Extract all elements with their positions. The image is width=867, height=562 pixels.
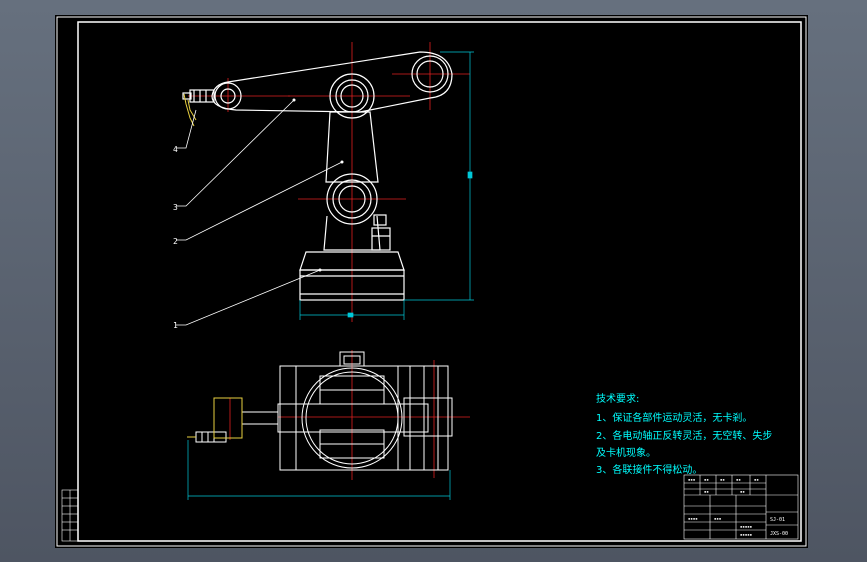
front-view: 4 3 2 1 — [173, 42, 474, 330]
title-block-drawing-no: JXS-00 — [770, 531, 788, 537]
inner-border — [77, 21, 802, 542]
svg-text:▪▪: ▪▪ — [754, 477, 759, 482]
svg-text:▪▪▪▪▪: ▪▪▪▪▪ — [740, 532, 752, 537]
svg-text:▪▪: ▪▪ — [704, 477, 709, 482]
tech-req-item-3: 及卡机现象。 — [596, 446, 656, 459]
margin-table — [61, 489, 79, 542]
top-view — [187, 350, 470, 500]
svg-text:▪▪▪▪▪: ▪▪▪▪▪ — [740, 524, 752, 529]
part-label-4: 4 — [173, 145, 178, 154]
part-label-2: 2 — [173, 237, 178, 246]
svg-text:▪▪: ▪▪ — [704, 489, 709, 494]
svg-text:▪▪▪▪: ▪▪▪▪ — [688, 516, 698, 521]
svg-text:▪▪: ▪▪ — [736, 477, 741, 482]
svg-text:▪▪: ▪▪ — [740, 489, 745, 494]
tech-req-item-2: 2、各电动轴正反转灵活，无空转、失步 — [596, 429, 772, 442]
title-block-material: SJ-01 — [770, 517, 785, 523]
outer-border — [56, 16, 807, 547]
title-block — [683, 474, 799, 540]
svg-text:▪▪▪: ▪▪▪ — [688, 477, 695, 482]
technical-requirements: 技术要求: 1、保证各部件运动灵活，无卡剎。 2、各电动轴正反转灵活，无空转、失… — [596, 392, 772, 476]
svg-text:▪▪: ▪▪ — [720, 477, 725, 482]
tech-req-item-1: 1、保证各部件运动灵活，无卡剎。 — [596, 411, 752, 424]
part-label-1: 1 — [173, 321, 178, 330]
tech-req-item-4: 3、各联接件不得松动。 — [596, 463, 702, 476]
svg-text:▪▪▪: ▪▪▪ — [714, 516, 721, 521]
part-label-3: 3 — [173, 203, 178, 212]
tech-req-heading: 技术要求: — [596, 392, 639, 405]
drawing-canvas — [55, 15, 808, 548]
